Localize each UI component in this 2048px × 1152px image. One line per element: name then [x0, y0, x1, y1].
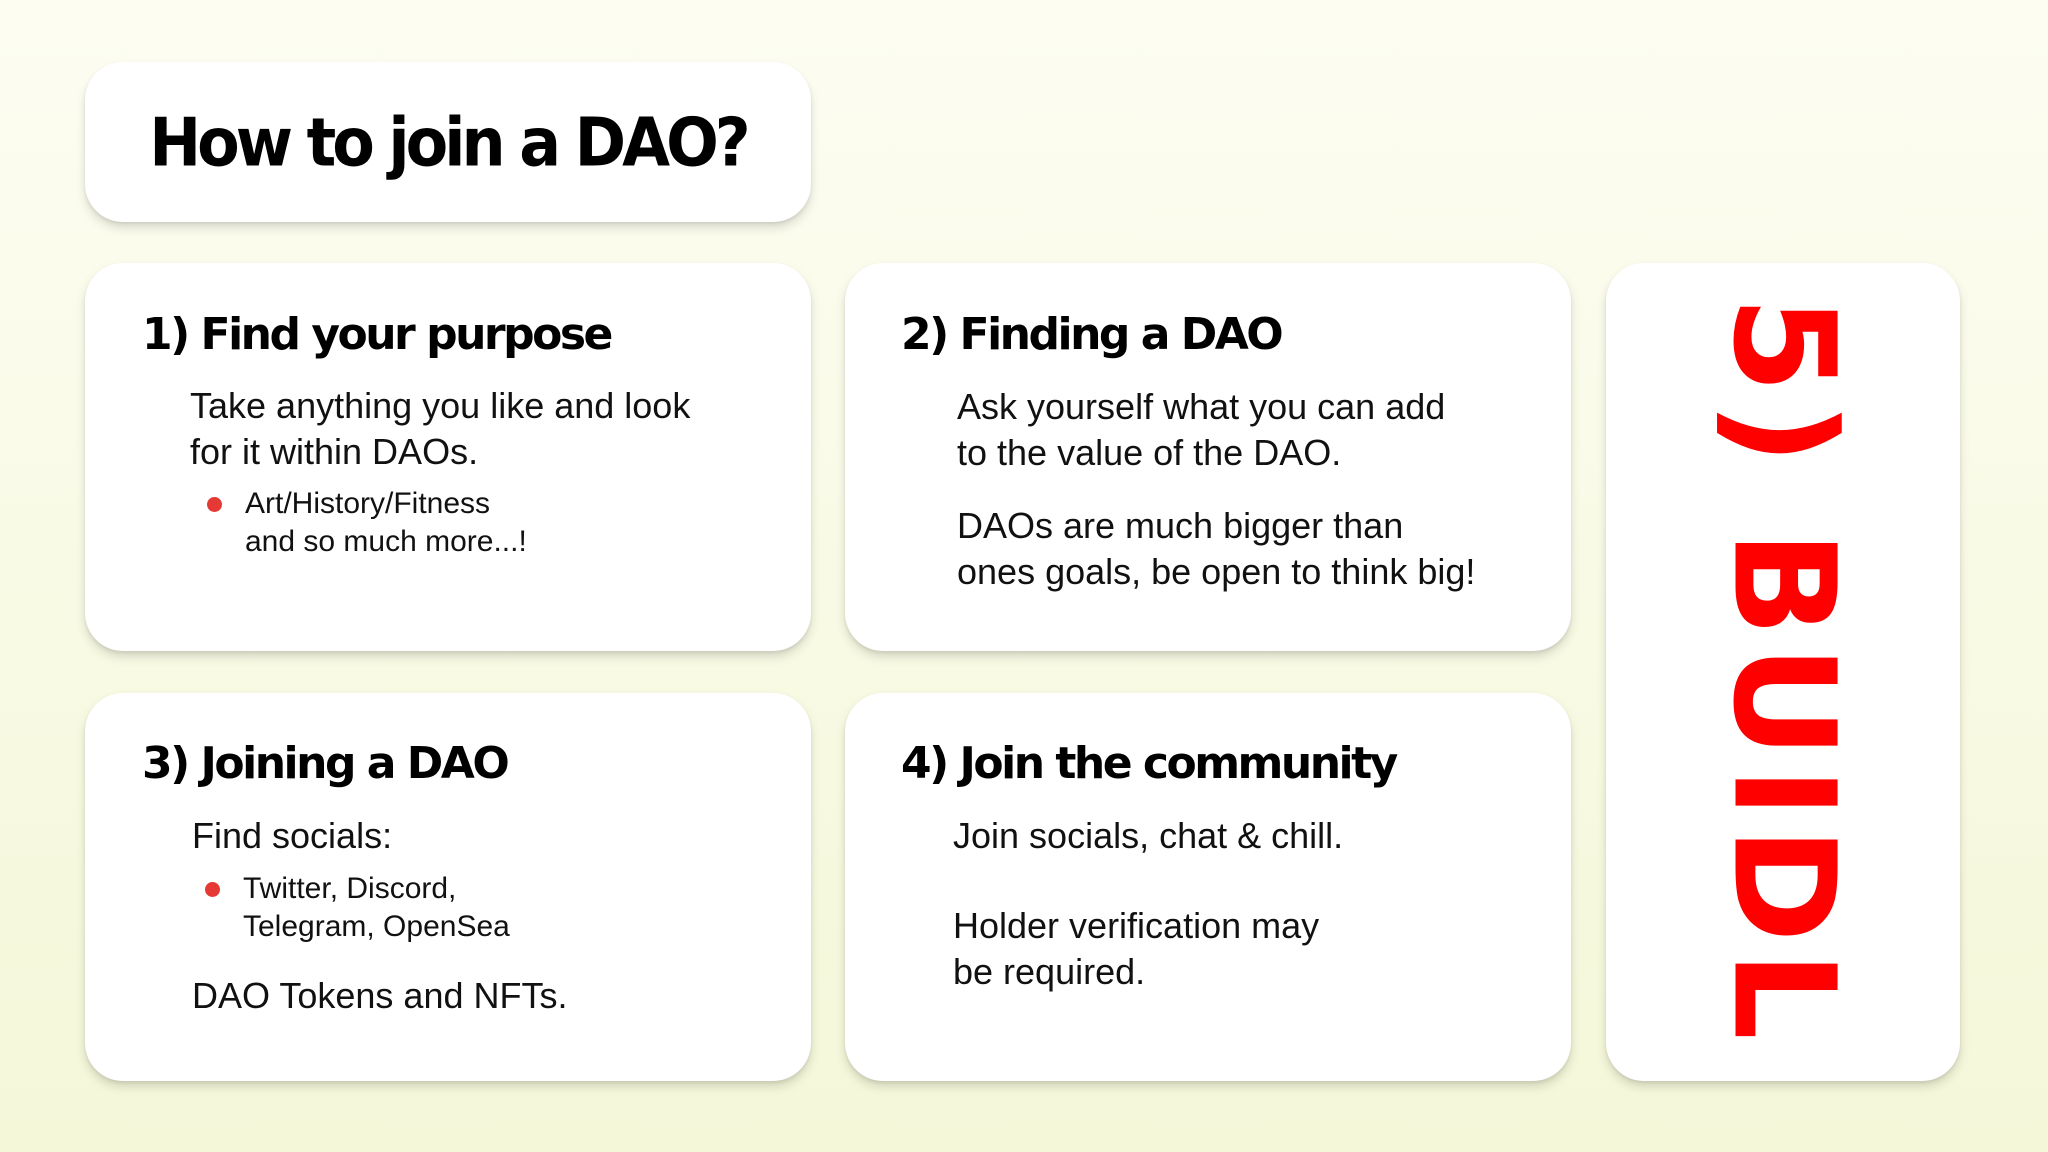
- step-card-find-purpose: 1) Find your purpose Take anything you l…: [85, 263, 811, 651]
- bullet-dot-icon: [207, 497, 222, 512]
- title-card: How to join a DAO?: [85, 62, 811, 222]
- step-2-text-1-line-1: Ask yourself what you can add: [957, 386, 1446, 427]
- step-3-closing-text: DAO Tokens and NFTs.: [192, 975, 568, 1016]
- step-1-text-line-2: for it within DAOs.: [190, 431, 479, 472]
- step-2-text-1-line-2: to the value of the DAO.: [957, 432, 1342, 473]
- step-card-buidl: 5) BUIDL: [1606, 263, 1960, 1081]
- step-heading-2: 2) Finding a DAO: [901, 309, 1284, 360]
- step-1-bullet-line-2: and so much more...!: [245, 525, 527, 558]
- page-title: How to join a DAO?: [149, 102, 751, 182]
- step-4-text-2-line-2: be required.: [953, 951, 1146, 992]
- step-2-text-2-line-1: DAOs are much bigger than: [957, 505, 1404, 546]
- step-3-intro: Find socials:: [192, 815, 393, 856]
- step-heading-4: 4) Join the community: [901, 738, 1398, 789]
- step-heading-1: 1) Find your purpose: [142, 309, 613, 360]
- step-3-bullet-line-2: Telegram, OpenSea: [243, 910, 510, 943]
- step-card-joining-dao: 3) Joining a DAO Find socials: Twitter, …: [85, 693, 811, 1081]
- step-card-finding-dao: 2) Finding a DAO Ask yourself what you c…: [845, 263, 1571, 651]
- step-1-bullet-line-1: Art/History/Fitness: [245, 487, 491, 520]
- step-2-text-2-line-2: ones goals, be open to think big!: [957, 551, 1476, 592]
- step-4-text-2-line-1: Holder verification may: [953, 905, 1320, 946]
- bullet-dot-icon: [205, 882, 220, 897]
- step-4-text-1: Join socials, chat & chill.: [953, 815, 1344, 856]
- step-heading-3: 3) Joining a DAO: [142, 738, 510, 789]
- step-1-text-line-1: Take anything you like and look: [190, 385, 691, 426]
- step-card-join-community: 4) Join the community Join socials, chat…: [845, 693, 1571, 1081]
- buidl-label: 5) BUIDL: [1701, 295, 1865, 1049]
- step-3-bullet-line-1: Twitter, Discord,: [243, 872, 457, 905]
